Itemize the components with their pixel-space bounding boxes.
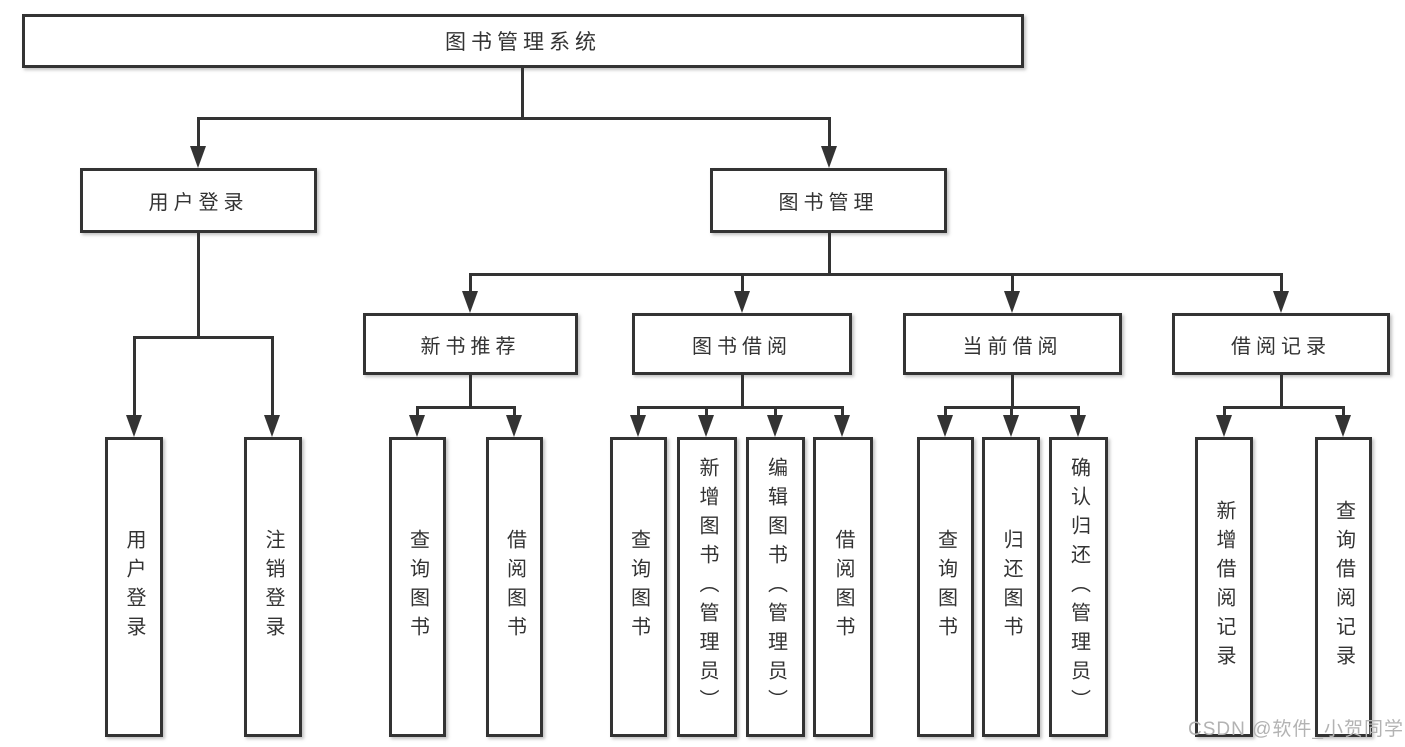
node-book-management: 图书管理: [710, 168, 947, 233]
node-label: 借阅记录: [1231, 335, 1331, 358]
arrowhead-down-icon: [698, 415, 714, 437]
connector-line: [469, 273, 1282, 276]
connector-line: [197, 117, 830, 120]
arrowhead-down-icon: [821, 146, 837, 168]
node-label: 用户登录: [148, 192, 249, 214]
arrowhead-down-icon: [264, 415, 280, 437]
arrowhead-down-icon: [1273, 291, 1289, 313]
node-label: 图书管理: [778, 192, 879, 214]
node-add-borrow-record: 新增借阅记录: [1195, 437, 1253, 737]
connector-line: [1011, 273, 1014, 298]
node-label: 用户登录: [123, 529, 145, 645]
csdn-watermark: CSDN @软件_小贺同学: [1188, 719, 1404, 740]
connector-line: [1280, 273, 1283, 298]
arrowhead-down-icon: [1004, 291, 1020, 313]
connector-line: [828, 233, 831, 273]
arrowhead-down-icon: [1335, 415, 1351, 437]
arrowhead-down-icon: [462, 291, 478, 313]
node-query-books-current: 查询图书: [917, 437, 974, 737]
connector-line: [1011, 375, 1014, 406]
node-label: 查询借阅记录: [1332, 500, 1355, 674]
node-return-books: 归还图书: [982, 437, 1040, 737]
node-borrow-books: 借阅图书: [813, 437, 873, 737]
connector-line: [469, 375, 472, 406]
connector-line: [521, 68, 524, 117]
node-label: 新增借阅记录: [1213, 500, 1235, 674]
arrowhead-down-icon: [190, 146, 206, 168]
node-label: 图书借阅: [692, 335, 792, 358]
connector-line: [133, 336, 136, 421]
connector-line: [197, 233, 200, 336]
arrowhead-down-icon: [1216, 415, 1232, 437]
arrowhead-down-icon: [1003, 415, 1019, 437]
connector-line: [828, 117, 831, 157]
node-label: 新书推荐: [420, 335, 521, 358]
arrowhead-down-icon: [937, 415, 953, 437]
connector-line: [1280, 375, 1283, 406]
node-book-borrow: 图书借阅: [632, 313, 852, 375]
node-borrow-records: 借阅记录: [1172, 313, 1390, 375]
node-label: 编辑图书（管理员）: [764, 456, 787, 718]
node-label: 注销登录: [262, 529, 284, 645]
node-label: 查询图书: [627, 529, 650, 645]
node-query-borrow-record: 查询借阅记录: [1315, 437, 1372, 737]
node-query-books-recommend: 查询图书: [389, 437, 446, 737]
connector-line: [741, 375, 744, 406]
connector-line: [469, 273, 472, 298]
connector-line: [271, 336, 274, 421]
node-borrow-books-recommend: 借阅图书: [486, 437, 543, 737]
node-edit-book-admin: 编辑图书（管理员）: [746, 437, 805, 737]
node-query-books-borrow: 查询图书: [610, 437, 667, 737]
connector-line: [416, 406, 516, 409]
connector-line: [133, 336, 274, 339]
node-label: 确认归还（管理员）: [1067, 456, 1090, 718]
node-current-borrow: 当前借阅: [903, 313, 1122, 375]
node-label: 借阅图书: [832, 529, 854, 645]
arrowhead-down-icon: [409, 415, 425, 437]
node-label: 新增图书（管理员）: [696, 456, 718, 718]
node-label: 归还图书: [1000, 529, 1022, 645]
node-label: 借阅图书: [503, 529, 526, 645]
node-library-management-system: 图书管理系统: [22, 14, 1024, 68]
node-label: 当前借阅: [962, 335, 1063, 358]
arrowhead-down-icon: [734, 291, 750, 313]
connector-line: [197, 117, 200, 157]
node-label: 图书管理系统: [445, 31, 601, 54]
arrowhead-down-icon: [506, 415, 522, 437]
node-new-book-recommend: 新书推荐: [363, 313, 578, 375]
node-user-login: 用户登录: [80, 168, 317, 233]
arrowhead-down-icon: [630, 415, 646, 437]
node-label: 查询图书: [406, 529, 429, 645]
node-user-login-leaf: 用户登录: [105, 437, 163, 737]
connector-line: [741, 273, 744, 298]
node-add-book-admin: 新增图书（管理员）: [677, 437, 737, 737]
arrowhead-down-icon: [1070, 415, 1086, 437]
node-logout: 注销登录: [244, 437, 302, 737]
arrowhead-down-icon: [126, 415, 142, 437]
arrowhead-down-icon: [834, 415, 850, 437]
connector-line: [1223, 406, 1344, 409]
node-label: 查询图书: [934, 529, 957, 645]
connector-line: [637, 406, 844, 409]
arrowhead-down-icon: [767, 415, 783, 437]
node-confirm-return-admin: 确认归还（管理员）: [1049, 437, 1108, 737]
